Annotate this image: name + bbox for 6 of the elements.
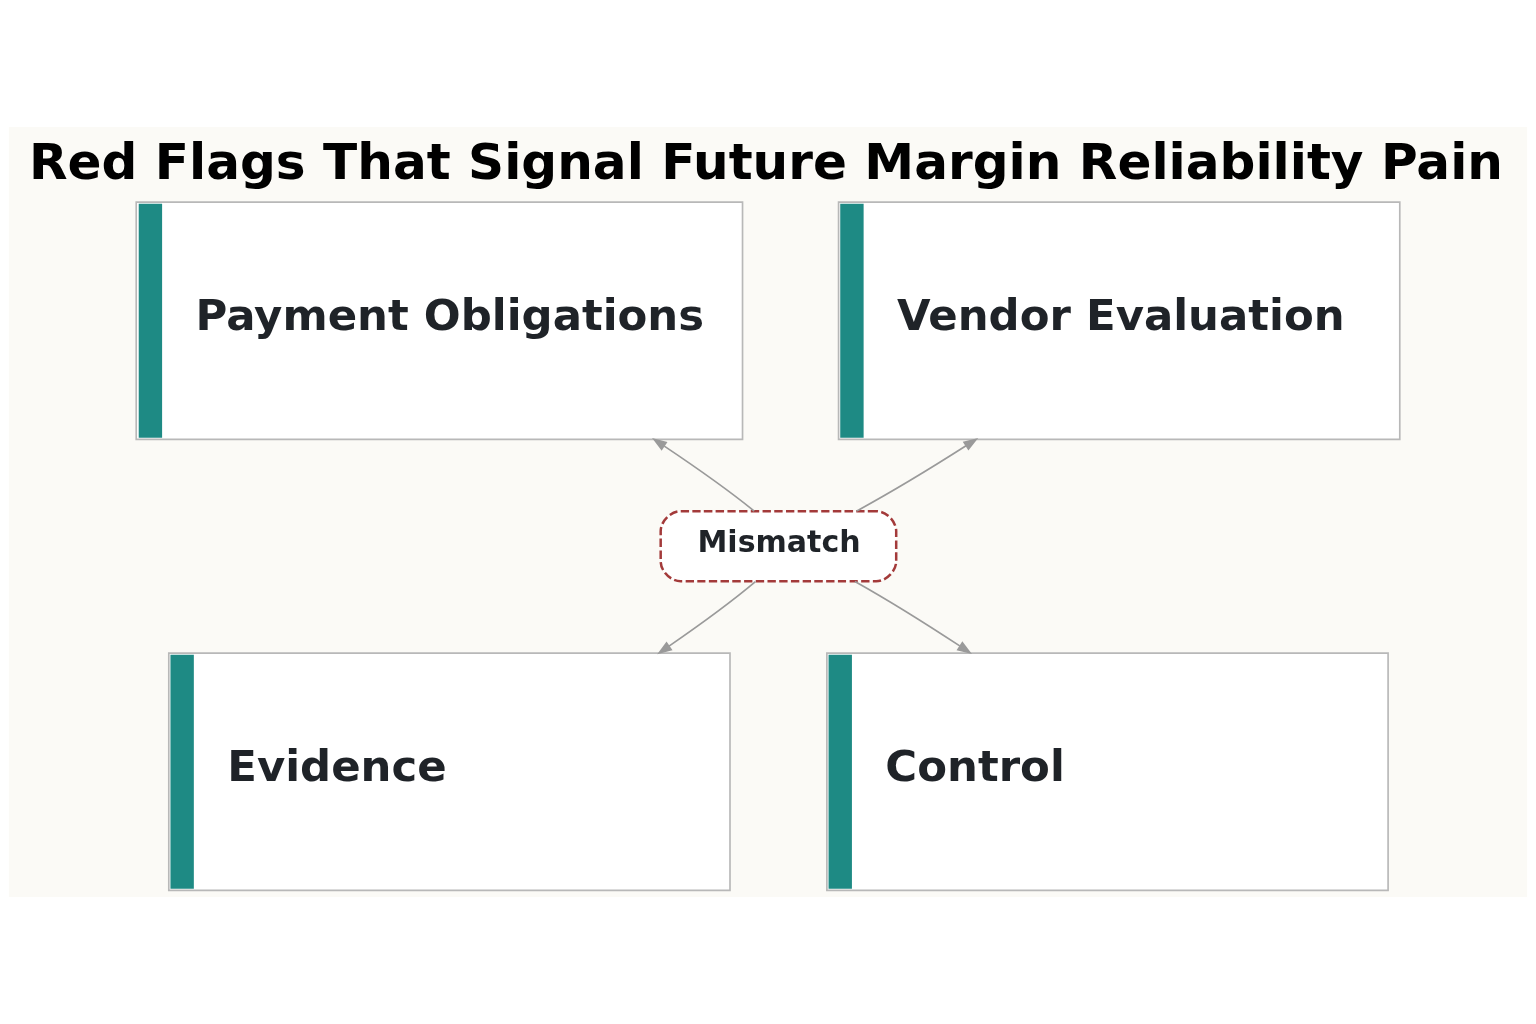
arrow	[854, 580, 972, 655]
node-box: Mismatch	[659, 509, 898, 583]
arrow	[657, 580, 757, 655]
arrow	[855, 438, 979, 512]
arrow	[652, 437, 756, 512]
diagram-title: Red Flags That Signal Future Margin Reliability Pain	[28, 131, 1503, 191]
